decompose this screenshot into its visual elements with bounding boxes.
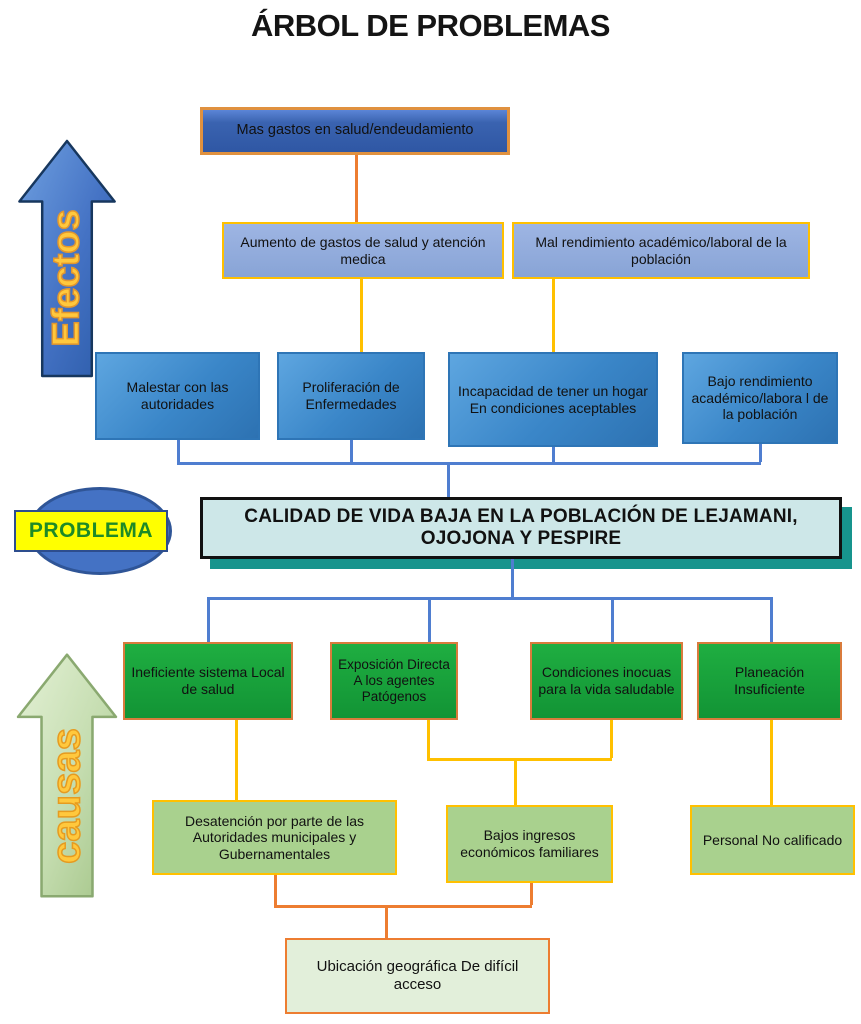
node-mal-rendimiento: Mal rendimiento académico/laboral de la … [512,222,810,279]
connector-malestar-stub [177,440,180,462]
connector-ineficiente-desatencion [235,720,238,800]
up-arrow-icon [18,139,116,378]
effects-arrow-label: Efectos [45,209,89,348]
node-bajo-rendimiento: Bajo rendimiento académico/labora l de l… [682,352,838,444]
connector-ubicacion-drop [385,905,388,938]
node-proliferacion: Proliferación de Enfermedades [277,352,425,440]
node-personal: Personal No calificado [690,805,855,875]
problema-badge: PROBLEMA [14,510,168,552]
node-incapacidad: Incapacidad de tener un hogar En condici… [448,352,658,447]
connector-malrendimiento-incapacidad [552,279,555,352]
connector-condiciones-down [610,720,613,758]
node-exposicion: Exposición Directa A los agentes Patógen… [330,642,458,720]
node-desatencion: Desatención por parte de las Autoridades… [152,800,397,875]
connector-incapacidad-stub [552,447,555,462]
connector-exposicion-stub [428,597,431,642]
connector-aumento-proliferacion [360,279,363,352]
causes-arrow-label: causas [44,728,90,865]
connector-effects-drop [447,462,450,497]
connector-planeacion-personal [770,720,773,805]
connector-ineficiente-stub [207,597,210,642]
connector-yellow-bridge [427,758,612,761]
node-ubicacion: Ubicación geográfica De difícil acceso [285,938,550,1014]
connector-bajorendimiento-stub [759,444,762,462]
central-problem-box: CALIDAD DE VIDA BAJA EN LA POBLACIÓN DE … [200,497,842,559]
node-malestar: Malestar con las autoridades [95,352,260,440]
connector-central-drop [511,559,514,597]
connector-proliferacion-stub [350,440,353,462]
up-arrow-icon [16,653,118,898]
node-bajos-ingresos: Bajos ingresos económicos familiares [446,805,613,883]
page-title: ÁRBOL DE PROBLEMAS [250,8,611,43]
node-mas-gastos: Mas gastos en salud/endeudamiento [200,107,510,155]
connector-orange-bridge [274,905,532,908]
causes-arrow: causas [14,650,120,902]
node-planeacion: Planeación Insuficiente [697,642,842,720]
connector-effects-bracket [177,462,761,465]
connector-bajosingresos-down [530,883,533,905]
connector-causes-bracket [207,597,772,600]
effects-arrow: Efectos [14,138,120,380]
connector-exposicion-down [427,720,430,758]
connector-desatencion-down [274,875,277,905]
connector-bajosingresos-drop [514,758,517,805]
node-condiciones: Condiciones inocuas para la vida saludab… [530,642,683,720]
node-aumento-gastos: Aumento de gastos de salud y atención me… [222,222,504,279]
connector-planeacion-stub [770,597,773,642]
node-ineficiente: Ineficiente sistema Local de salud [123,642,293,720]
connector-masgastos-aumento [355,155,358,222]
connector-condiciones-stub [611,597,614,642]
